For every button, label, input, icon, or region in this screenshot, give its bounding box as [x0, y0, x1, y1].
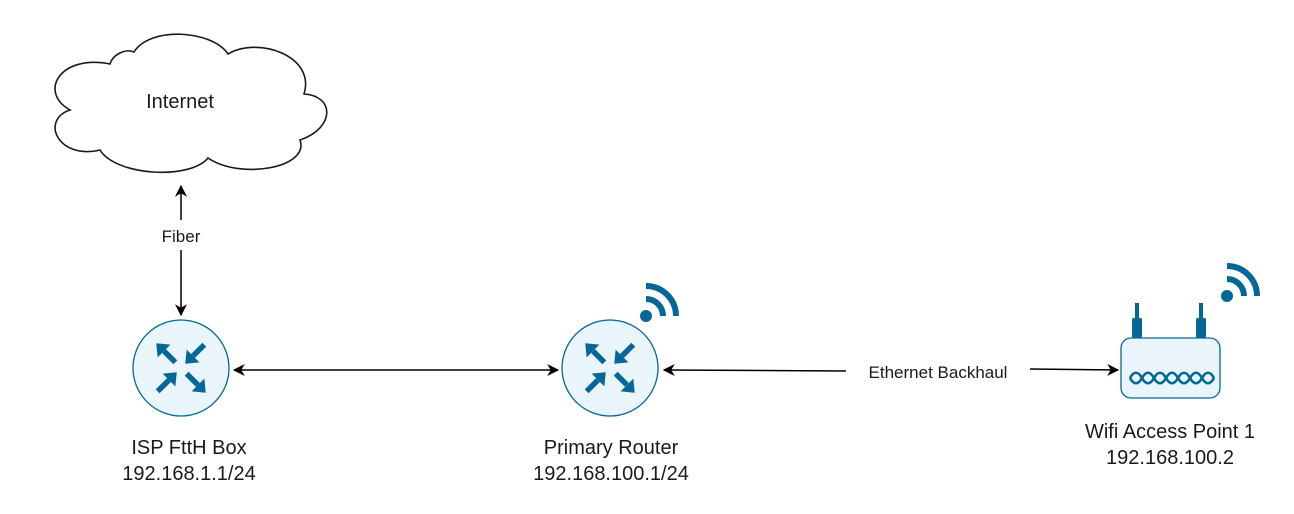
- isp-box-node[interactable]: ISP FttH Box 192.168.1.1/24: [122, 319, 256, 485]
- access-point-node[interactable]: Wifi Access Point 1 192.168.100.2: [1085, 263, 1260, 469]
- internet-label: Internet: [146, 91, 214, 113]
- cloud-icon: [54, 33, 328, 174]
- router-icon: [561, 319, 659, 417]
- access-point-icon: [1120, 303, 1221, 399]
- isp-box-name: ISP FttH Box: [131, 437, 246, 459]
- router-icon: [132, 319, 230, 417]
- internet-cloud[interactable]: Internet: [54, 33, 328, 174]
- isp-box-ip: 192.168.1.1/24: [122, 463, 255, 485]
- ethernet-backhaul-label: Ethernet Backhaul: [869, 363, 1008, 382]
- primary-router-ip: 192.168.100.1/24: [533, 463, 689, 485]
- primary-router-name: Primary Router: [544, 437, 679, 459]
- link-ethernet-backhaul: Ethernet Backhaul: [662, 363, 1120, 382]
- access-point-name: Wifi Access Point 1: [1085, 421, 1255, 443]
- wifi-icon: [640, 283, 679, 322]
- primary-router-node[interactable]: Primary Router 192.168.100.1/24: [533, 283, 689, 485]
- fiber-label: Fiber: [162, 227, 201, 246]
- access-point-ip: 192.168.100.2: [1106, 447, 1234, 469]
- wifi-icon: [1221, 263, 1260, 302]
- link-fiber: Fiber: [162, 184, 201, 317]
